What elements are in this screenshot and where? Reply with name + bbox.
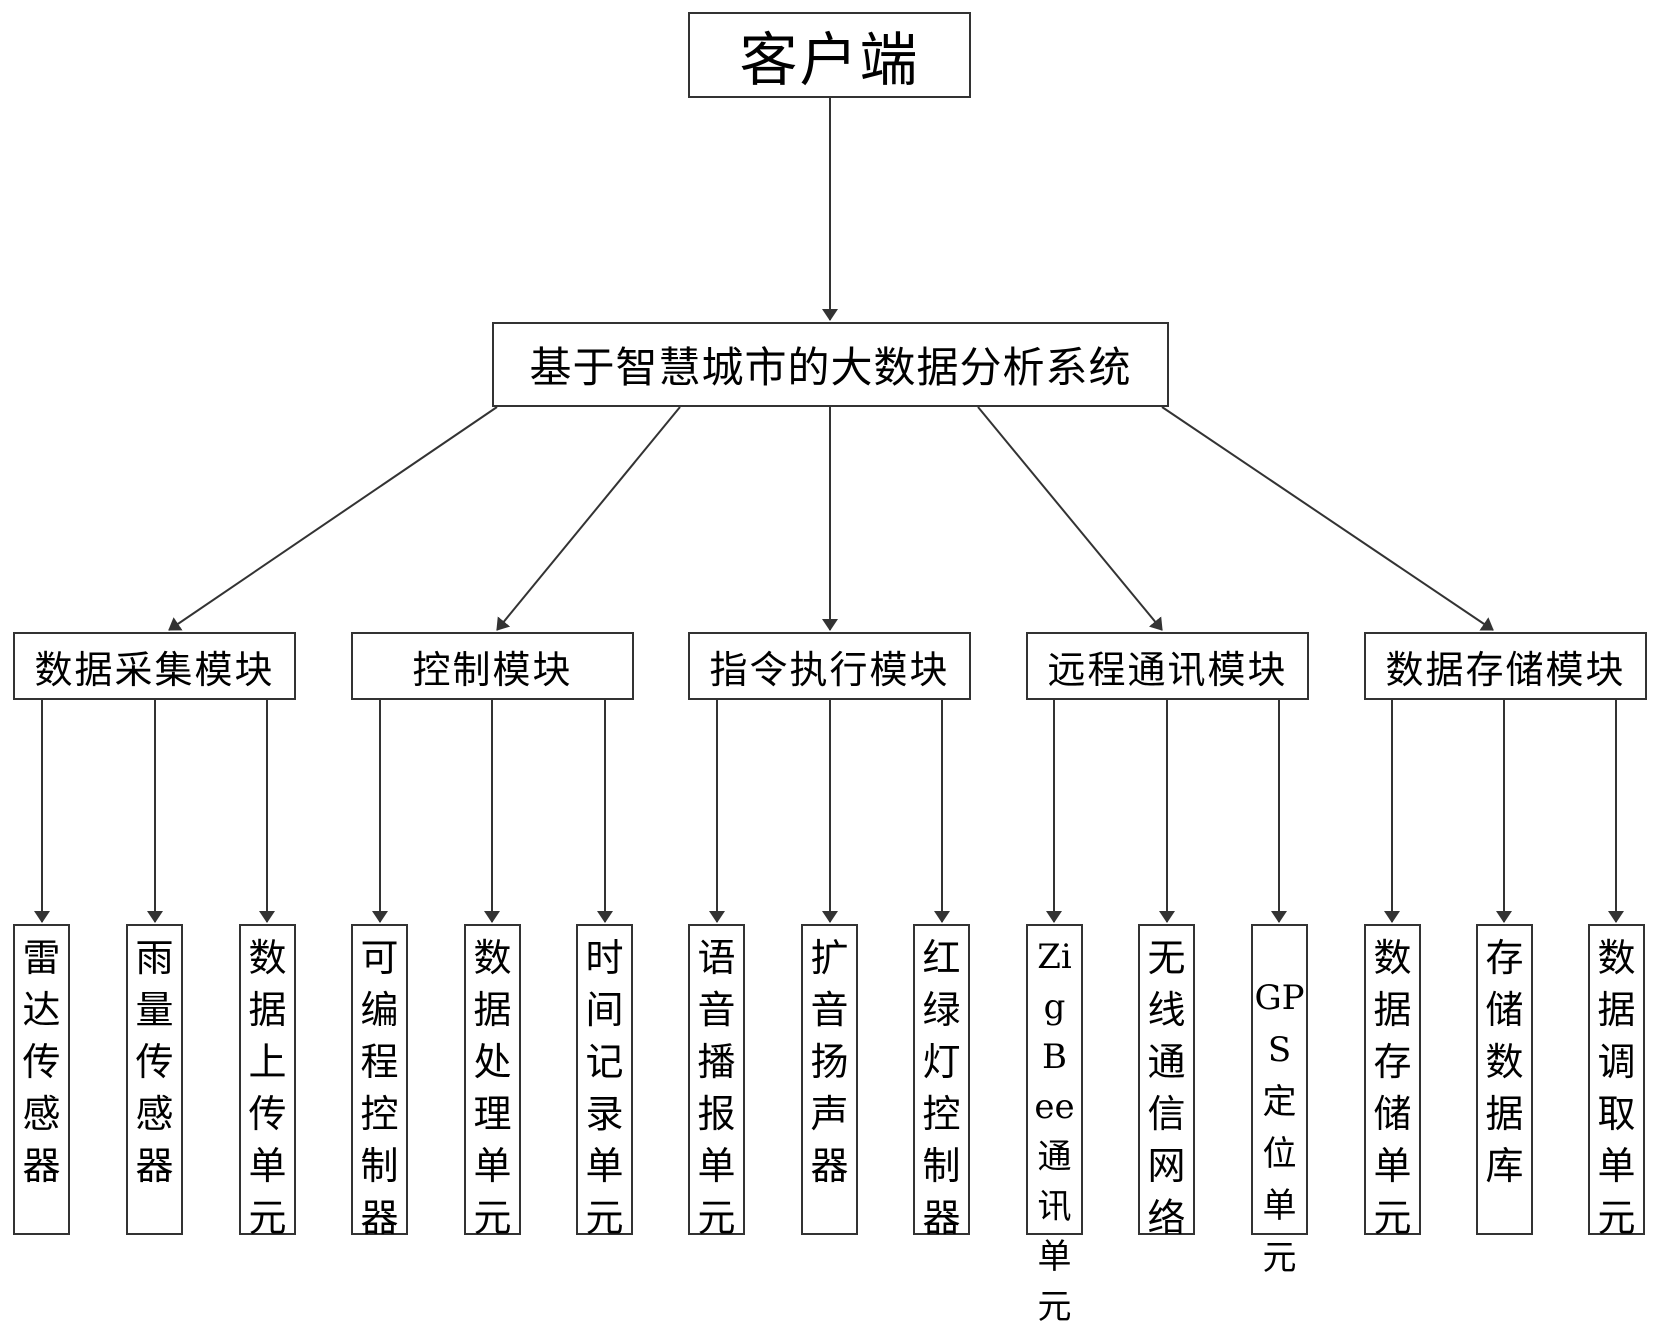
system-label: 基于智慧城市的大数据分析系统 — [529, 343, 1132, 392]
leaf-label: 雨量传感器 — [135, 936, 174, 1188]
arrow-system-to-module-5 — [1161, 406, 1494, 631]
leaf-label: 扩音扬声器 — [810, 936, 849, 1188]
leaf-label: 语音播报单元 — [697, 936, 736, 1240]
leaf-label: 雷达传感器 — [22, 936, 61, 1188]
module-data-collection: 数据采集模块 — [13, 632, 296, 700]
leaf-data-storage-unit: 数据存储单元 — [1364, 924, 1421, 1240]
arrow-system-to-module-2 — [496, 406, 681, 631]
leaf-label: 存储数据库 — [1485, 936, 1524, 1188]
leaf-label: 数据上传单元 — [248, 936, 287, 1240]
arrow-system-to-module-1 — [168, 406, 498, 631]
leaf-voice-broadcast-unit: 语音播报单元 — [688, 924, 745, 1240]
leaf-label: 时间记录单元 — [585, 936, 624, 1240]
leaf-storage-database: 存储数据库 — [1476, 924, 1533, 1235]
leaf-data-retrieval-unit: 数据调取单元 — [1588, 924, 1645, 1240]
leaf-programmable-controller: 可编程控制器 — [351, 924, 408, 1240]
leaf-label: 数据存储单元 — [1373, 936, 1412, 1240]
module-control: 控制模块 — [351, 632, 634, 700]
module-label: 指令执行模块 — [709, 647, 950, 692]
leaf-loudspeaker: 扩音扬声器 — [801, 924, 858, 1235]
leaf-gps-unit: GPS定位单元 — [1251, 924, 1308, 1278]
leaf-data-upload-unit: 数据上传单元 — [239, 924, 296, 1240]
leaf-label: 可编程控制器 — [360, 936, 399, 1240]
module-label: 数据存储模块 — [1385, 647, 1626, 692]
module-remote-communication: 远程通讯模块 — [1026, 632, 1309, 700]
module-label: 数据采集模块 — [34, 647, 275, 692]
leaf-zigbee-unit: ZigBee通讯单元 — [1026, 924, 1083, 1327]
leaf-label: 无线通信网络 — [1147, 936, 1186, 1240]
leaf-label: 红绿灯控制器 — [922, 936, 961, 1240]
client-label: 客户端 — [739, 26, 920, 94]
leaf-time-record-unit: 时间记录单元 — [576, 924, 633, 1240]
leaf-traffic-light-controller: 红绿灯控制器 — [913, 924, 970, 1240]
module-label: 远程通讯模块 — [1047, 647, 1288, 692]
leaf-wireless-network: 无线通信网络 — [1138, 924, 1195, 1240]
client-box: 客户端 — [688, 12, 971, 98]
leaf-rain-sensor: 雨量传感器 — [126, 924, 183, 1235]
module-data-storage: 数据存储模块 — [1364, 632, 1647, 700]
arrow-system-to-module-4 — [977, 406, 1163, 631]
leaf-label: GPS定位单元 — [1254, 978, 1305, 1278]
connector-arrows — [34, 98, 1624, 923]
module-command-execution: 指令执行模块 — [688, 632, 971, 700]
module-label: 控制模块 — [412, 647, 573, 692]
leaf-label: ZigBee通讯单元 — [1034, 937, 1075, 1327]
leaf-data-processing-unit: 数据处理单元 — [464, 924, 521, 1240]
leaf-label: 数据处理单元 — [473, 936, 512, 1240]
leaf-label: 数据调取单元 — [1597, 936, 1636, 1240]
system-box: 基于智慧城市的大数据分析系统 — [492, 322, 1169, 407]
leaf-radar-sensor: 雷达传感器 — [13, 924, 70, 1235]
